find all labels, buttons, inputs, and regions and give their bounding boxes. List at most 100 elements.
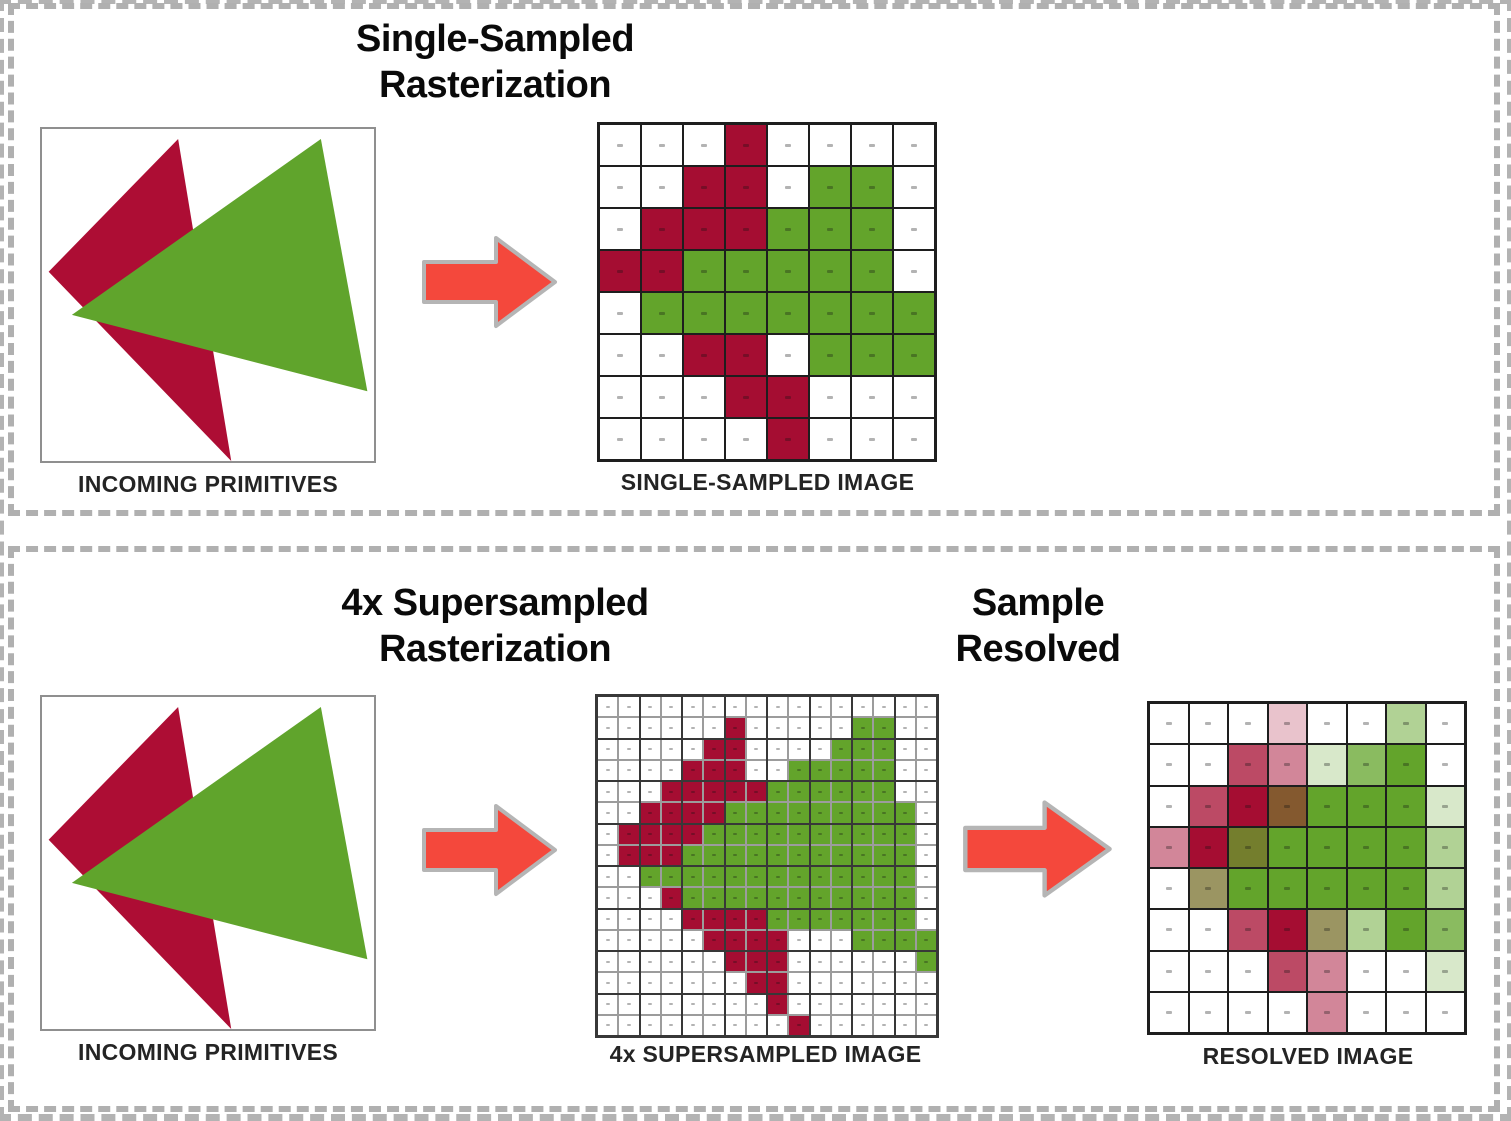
pixel-cell <box>768 419 808 459</box>
pixel-cell <box>1308 992 1346 1032</box>
sample-block <box>640 952 681 993</box>
sample-block <box>683 994 724 1035</box>
pixel-cell <box>768 209 808 249</box>
supersampled-image-label: 4x SUPERSAMPLED IMAGE <box>609 1041 922 1067</box>
sample-block <box>640 697 681 738</box>
sample-block <box>895 782 936 823</box>
sample-block <box>640 867 681 908</box>
panel-single-sampled <box>8 3 1500 516</box>
pixel-cell <box>600 293 640 333</box>
sample-cell <box>853 909 873 929</box>
sample-cell <box>704 930 724 950</box>
sample-cell <box>895 782 915 802</box>
pixel-cell <box>684 167 724 207</box>
pixel-cell <box>1268 910 1306 950</box>
sample-cell <box>916 867 936 887</box>
sample-cell <box>768 760 788 780</box>
sample-cell <box>853 1015 873 1035</box>
sample-cell <box>619 824 639 844</box>
sample-cell <box>831 718 851 738</box>
pixel-cell <box>1387 910 1425 950</box>
sample-block <box>725 697 766 738</box>
sample-block <box>640 739 681 780</box>
pixel-cell <box>894 335 934 375</box>
pixel-cell <box>642 209 682 249</box>
sample-cell <box>661 909 681 929</box>
sample-block <box>598 994 639 1035</box>
sample-cell <box>810 888 830 908</box>
sample-block <box>598 697 639 738</box>
pixel-cell <box>684 125 724 165</box>
sample-cell <box>810 952 830 972</box>
sample-cell <box>619 909 639 929</box>
sample-cell <box>768 782 788 802</box>
title-line: Resolved <box>955 628 1121 671</box>
sample-cell <box>704 803 724 823</box>
pixel-cell <box>768 335 808 375</box>
pixel-cell <box>600 419 640 459</box>
sample-block <box>810 824 851 865</box>
sample-cell <box>789 782 809 802</box>
sample-block <box>810 782 851 823</box>
sample-cell <box>598 994 618 1014</box>
sample-cell <box>810 845 830 865</box>
sample-cell <box>683 739 703 759</box>
sample-cell <box>810 718 830 738</box>
pixel-cell <box>1387 786 1425 826</box>
sample-cell <box>874 760 894 780</box>
pixel-cell <box>726 335 766 375</box>
incoming-primitives-box-top <box>40 127 376 463</box>
sample-cell <box>598 718 618 738</box>
pixel-cell <box>684 419 724 459</box>
sample-cell <box>640 994 660 1014</box>
primitives-figure <box>48 138 368 461</box>
pixel-cell <box>1268 827 1306 867</box>
sample-cell <box>831 782 851 802</box>
pixel-cell <box>1268 786 1306 826</box>
pixel-cell <box>1150 827 1188 867</box>
pixel-cell <box>894 125 934 165</box>
sample-block <box>725 739 766 780</box>
sample-cell <box>725 718 745 738</box>
sample-cell <box>831 994 851 1014</box>
sample-cell <box>661 888 681 908</box>
pixel-cell <box>600 251 640 291</box>
pixel-cell <box>642 125 682 165</box>
pixel-cell <box>1150 704 1188 744</box>
sample-cell <box>895 803 915 823</box>
right-arrow-icon <box>962 793 1114 905</box>
pixel-cell <box>726 293 766 333</box>
pixel-cell <box>1308 869 1346 909</box>
sample-block <box>895 739 936 780</box>
sample-cell <box>916 782 936 802</box>
title-line: Rasterization <box>378 64 612 107</box>
sample-block <box>725 867 766 908</box>
sample-cell <box>789 803 809 823</box>
sample-cell <box>895 930 915 950</box>
panel-supersampled <box>8 546 1500 1112</box>
pixel-cell <box>600 167 640 207</box>
sample-cell <box>810 1015 830 1035</box>
pixel-cell <box>852 377 892 417</box>
sample-cell <box>661 994 681 1014</box>
sample-cell <box>683 952 703 972</box>
pixel-cell <box>1189 827 1227 867</box>
sample-cell <box>916 803 936 823</box>
pixel-cell <box>810 125 850 165</box>
sample-cell <box>598 739 618 759</box>
sample-cell <box>598 867 618 887</box>
sample-cell <box>661 930 681 950</box>
sample-cell <box>895 994 915 1014</box>
sample-cell <box>853 697 873 717</box>
pixel-cell <box>1387 951 1425 991</box>
sample-cell <box>683 718 703 738</box>
arrow-shape <box>422 804 557 896</box>
sample-cell <box>619 994 639 1014</box>
sample-cell <box>874 1015 894 1035</box>
sample-cell <box>725 909 745 929</box>
pixel-cell <box>1308 786 1346 826</box>
pixel-cell <box>1189 992 1227 1032</box>
pixel-cell <box>1229 704 1267 744</box>
sample-cell <box>704 867 724 887</box>
sample-cell <box>853 930 873 950</box>
